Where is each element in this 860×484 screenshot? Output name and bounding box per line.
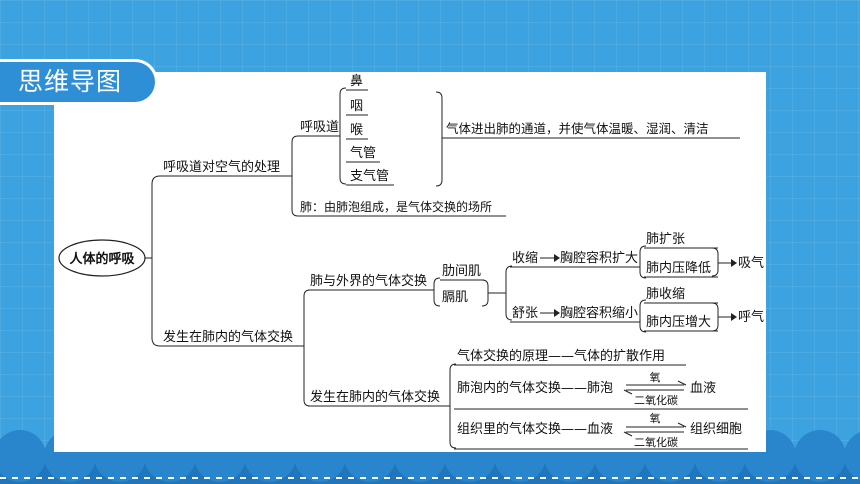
alveolar-target: 血液 (690, 381, 716, 396)
exhale-label: 呼气 (738, 309, 764, 325)
branch2-bracket (303, 289, 311, 407)
exhale-arrow-head (731, 313, 737, 321)
muscle-actions-bracket (505, 265, 513, 321)
contract-details-closing-bracket (711, 247, 719, 277)
alveolar-oxygen-label: 氧 (650, 370, 661, 384)
muscle-intercostal: 肋间肌 (442, 264, 481, 279)
relax-result: 胸腔容积缩小 (560, 305, 638, 321)
alveolar-arrow-back-head (623, 389, 633, 395)
muscle-diaphragm: 膈肌 (442, 290, 468, 305)
relax-detail-lung: 肺收缩 (646, 286, 685, 302)
tissue-exchange-label: 组织里的气体交换——血液 (457, 421, 613, 437)
lung-description: 肺：由肺泡组成，是气体交换的场所 (300, 199, 492, 214)
relax-details-bracket (639, 299, 647, 333)
alveolar-co2-label: 二氧化碳 (634, 393, 678, 407)
airway-part-nose: 鼻 (350, 73, 363, 89)
internal-details-bracket (449, 363, 457, 449)
relax-arrow-head (554, 309, 560, 317)
muscles-bracket (433, 277, 441, 307)
airway-label: 呼吸道 (300, 120, 339, 135)
airway-part-bronchus: 支气管 (350, 168, 389, 184)
airway-parts-closing-bracket (435, 91, 443, 187)
inhale-arrow-head (731, 259, 737, 267)
contract-action: 收缩 (512, 250, 538, 266)
tissue-oxygen-label: 氧 (650, 411, 661, 425)
internal-exchange-label: 发生在肺内的气体交换 (310, 389, 440, 405)
contract-detail-lung: 肺扩张 (646, 232, 685, 247)
relax-details-closing-bracket (711, 302, 719, 332)
content-panel (54, 72, 766, 452)
contract-details-bracket (639, 245, 647, 279)
inhale-label: 吸气 (738, 255, 764, 271)
airway-function: 气体进出肺的通道，并使气体温暖、湿润、清洁 (446, 121, 709, 136)
muscles-closing-bracket (481, 279, 489, 307)
branch1-bracket (291, 135, 299, 217)
tissue-co2-label: 二氧化碳 (634, 435, 678, 449)
airway-part-pharynx: 咽 (350, 99, 363, 114)
exchange-principle: 气体交换的原理——气体的扩散作用 (457, 348, 665, 364)
airway-part-trachea: 气管 (350, 145, 376, 161)
alveolar-exchange-label: 肺泡内的气体交换——肺泡 (457, 380, 613, 396)
airway-parts-bracket (339, 87, 347, 185)
branch1-label: 呼吸道对空气的处理 (163, 159, 280, 175)
contract-result: 胸腔容积扩大 (560, 250, 638, 266)
airway-part-larynx: 喉 (350, 123, 363, 138)
contract-arrow-head (554, 254, 560, 262)
relax-action: 舒张 (512, 306, 538, 321)
relax-detail-pressure: 肺内压增大 (646, 314, 711, 330)
tissue-arrow-forward-head (677, 422, 687, 428)
external-exchange-label: 肺与外界的气体交换 (310, 273, 427, 289)
mindmap-title-badge: 思维导图 (0, 59, 158, 105)
branch2-label: 发生在肺内的气体交换 (163, 329, 293, 345)
tissue-target: 组织细胞 (690, 422, 742, 437)
alveolar-arrow-forward-head (677, 380, 687, 386)
tissue-arrow-back-head (623, 431, 633, 437)
root-node-label: 人体的呼吸 (69, 251, 135, 267)
root-bracket (151, 175, 161, 347)
contract-detail-pressure: 肺内压降低 (646, 260, 711, 276)
